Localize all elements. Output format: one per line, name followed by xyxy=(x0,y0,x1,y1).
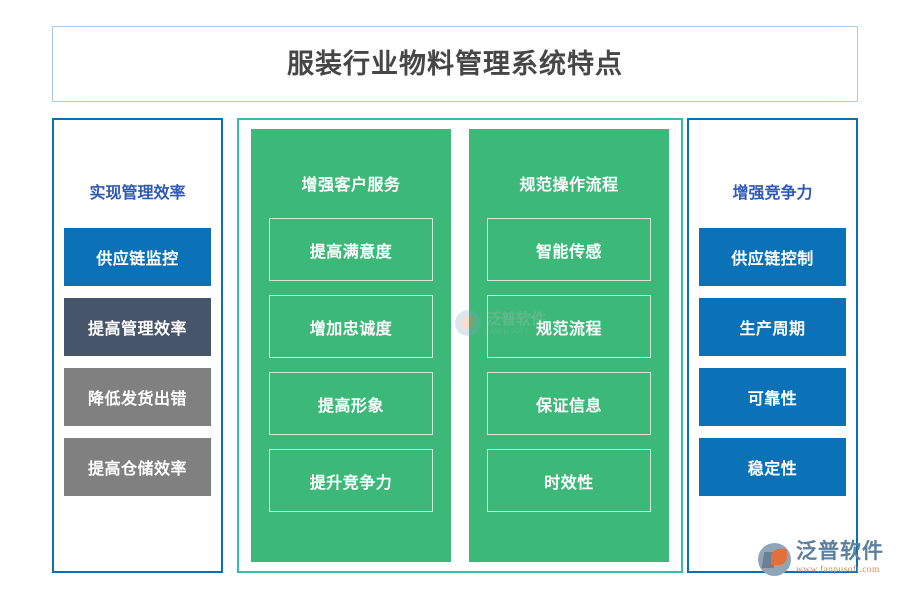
panel-header-mid-1: 增强客户服务 xyxy=(301,177,401,194)
item-timeliness[interactable]: 时效性 xyxy=(487,449,651,512)
item-reliability[interactable]: 可靠性 xyxy=(699,368,846,426)
panel-header-mid-2: 规范操作流程 xyxy=(519,177,619,194)
item-label: 生产周期 xyxy=(739,321,806,338)
item-standard-process[interactable]: 规范流程 xyxy=(487,295,651,358)
item-guarantee-information[interactable]: 保证信息 xyxy=(487,372,651,435)
item-label: 时效性 xyxy=(544,474,594,492)
item-improve-satisfaction[interactable]: 提高满意度 xyxy=(269,218,433,281)
item-label: 智能传感 xyxy=(535,243,602,261)
item-reduce-shipping-errors[interactable]: 降低发货出错 xyxy=(64,368,211,426)
item-label: 提高满意度 xyxy=(309,243,393,261)
brand-url: www.fanpusoft.com xyxy=(796,565,880,575)
item-boost-competitiveness[interactable]: 提升竞争力 xyxy=(269,449,433,512)
item-label: 增加忠诚度 xyxy=(309,320,393,338)
item-label: 供应链监控 xyxy=(96,251,179,268)
item-label: 提高仓储效率 xyxy=(87,461,187,478)
panel-enhance-competitiveness: 增强竞争力 供应链控制 生产周期 可靠性 稳定性 xyxy=(687,118,858,573)
item-stability[interactable]: 稳定性 xyxy=(699,438,846,496)
item-label: 提升竞争力 xyxy=(309,474,393,492)
item-label: 降低发货出错 xyxy=(87,391,187,408)
panel-realize-management-efficiency: 实现管理效率 供应链监控 提高管理效率 降低发货出错 提高仓储效率 xyxy=(52,118,223,573)
item-label: 保证信息 xyxy=(535,397,602,415)
item-supply-chain-control[interactable]: 供应链控制 xyxy=(699,228,846,286)
item-smart-sensing[interactable]: 智能传感 xyxy=(487,218,651,281)
fanpu-logo-icon xyxy=(758,543,791,576)
item-increase-loyalty[interactable]: 增加忠诚度 xyxy=(269,295,433,358)
item-production-cycle[interactable]: 生产周期 xyxy=(699,298,846,356)
middle-container: 增强客户服务 提高满意度 增加忠诚度 提高形象 提升竞争力 规范操作流程 智能传… xyxy=(237,118,683,573)
columns-row: 实现管理效率 供应链监控 提高管理效率 降低发货出错 提高仓储效率 增强客户服务… xyxy=(0,118,900,576)
page-title: 服装行业物料管理系统特点 xyxy=(287,48,623,79)
panel-header-left: 实现管理效率 xyxy=(89,185,186,202)
item-label: 供应链控制 xyxy=(731,251,814,268)
item-label: 提高管理效率 xyxy=(87,321,187,338)
item-improve-image[interactable]: 提高形象 xyxy=(269,372,433,435)
item-improve-warehouse-efficiency[interactable]: 提高仓储效率 xyxy=(64,438,211,496)
panel-enhance-customer-service: 增强客户服务 提高满意度 增加忠诚度 提高形象 提升竞争力 xyxy=(251,129,451,562)
item-label: 稳定性 xyxy=(747,461,798,478)
title-banner: 服装行业物料管理系统特点 xyxy=(52,26,858,102)
item-improve-management-efficiency[interactable]: 提高管理效率 xyxy=(64,298,211,356)
item-supply-chain-monitoring[interactable]: 供应链监控 xyxy=(64,228,211,286)
panel-header-right: 增强竞争力 xyxy=(732,185,813,202)
item-label: 提高形象 xyxy=(317,397,384,415)
panel-standardize-operation-process: 规范操作流程 智能传感 规范流程 保证信息 时效性 xyxy=(469,129,669,562)
brand-name: 泛普软件 xyxy=(796,540,884,563)
brand-watermark: 泛普软件 www.fanpusoft.com xyxy=(758,541,898,591)
item-label: 可靠性 xyxy=(747,391,798,408)
item-label: 规范流程 xyxy=(535,320,602,338)
